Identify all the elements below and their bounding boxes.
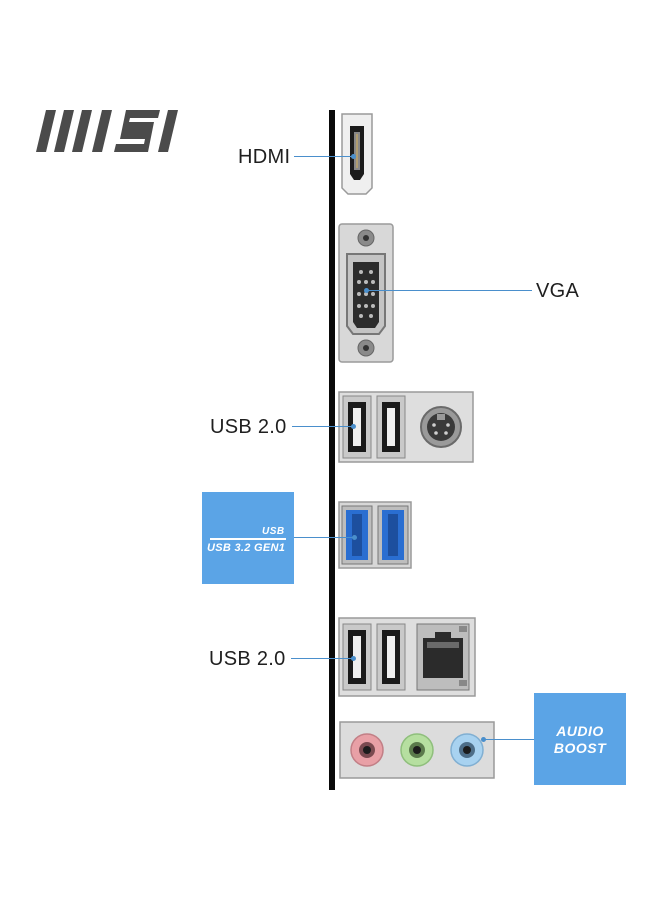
msi-logo xyxy=(36,110,178,152)
leader-usb32 xyxy=(294,537,356,538)
leader-vga xyxy=(366,290,532,291)
audio-jack-blue xyxy=(450,733,484,767)
audio-jack-pink xyxy=(350,733,384,767)
leader-audio xyxy=(484,739,534,740)
usb32-badge-small-text: USB xyxy=(262,526,285,537)
label-usb2-upper: USB 2.0 xyxy=(210,416,287,438)
leader-usb2-lower xyxy=(291,658,354,659)
audio-boost-badge: AUDIO BOOST xyxy=(534,693,626,785)
leader-dot-usb32 xyxy=(352,535,357,540)
usb2-lan-block xyxy=(338,617,476,697)
audio-badge-line2: BOOST xyxy=(553,740,607,756)
audio-badge-line1: AUDIO xyxy=(556,723,604,739)
usb32-block xyxy=(338,501,412,569)
label-vga: VGA xyxy=(536,280,580,302)
usb32-gen1-badge: USB USB 3.2 GEN1 xyxy=(202,492,294,584)
leader-dot-usb2-upper xyxy=(351,424,356,429)
leader-hdmi xyxy=(294,156,354,157)
leader-dot-hdmi xyxy=(351,154,356,159)
io-panel-bar xyxy=(329,110,335,790)
vga-port xyxy=(338,223,394,363)
leader-dot-vga xyxy=(364,288,369,293)
leader-dot-usb2-lower xyxy=(351,656,356,661)
usb32-badge-line xyxy=(210,538,286,540)
label-usb2-lower: USB 2.0 xyxy=(209,648,286,670)
usb32-badge-main-text: USB 3.2 GEN1 xyxy=(207,542,286,554)
audio-jacks-block xyxy=(339,721,495,779)
label-hdmi: HDMI xyxy=(238,146,291,168)
leader-usb2-upper xyxy=(292,426,354,427)
usb2-ps2-block xyxy=(338,391,474,463)
audio-jack-green xyxy=(400,733,434,767)
hdmi-port xyxy=(341,113,373,195)
leader-dot-audio xyxy=(481,737,486,742)
